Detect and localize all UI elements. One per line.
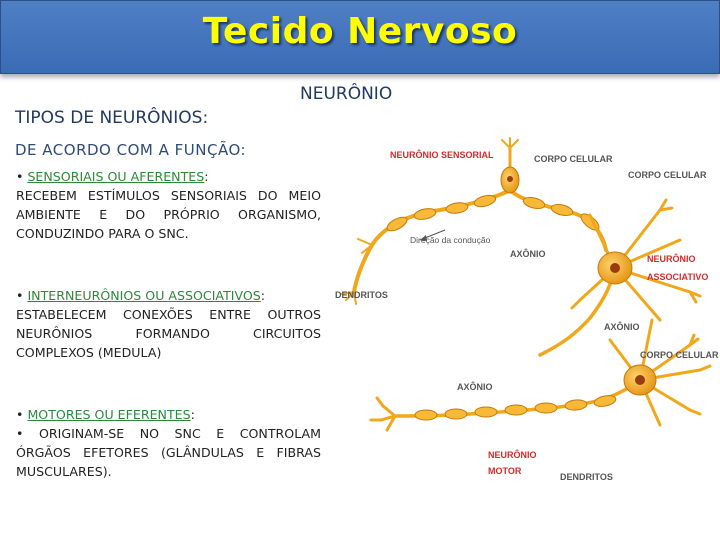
section-sensory: • SENSORIAIS OU AFERENTES: RECEBEM ESTÍM… xyxy=(16,167,321,243)
sensory-myelin xyxy=(386,194,600,232)
colon: : xyxy=(260,288,266,303)
label-assoc-line2: ASSOCIATIVO xyxy=(647,272,708,282)
section-motor-header: • MOTORES OU EFERENTES: xyxy=(16,405,321,424)
section-sensory-heading: SENSORIAIS OU AFERENTES xyxy=(27,169,205,184)
sensory-nucleus xyxy=(507,176,513,182)
label-axon-1: AXÔNIO xyxy=(510,248,546,259)
colon: : xyxy=(190,407,195,422)
colon: : xyxy=(204,169,209,184)
section-interneuron: • INTERNEURÔNIOS OU ASSOCIATIVOS: ESTABE… xyxy=(16,286,321,362)
label-cell-body-1: CORPO CELULAR xyxy=(534,154,613,164)
label-axon-2: AXÔNIO xyxy=(604,321,640,332)
neuron-diagram: NEURÔNIO SENSORIAL CORPO CELULAR CORPO C… xyxy=(335,137,719,482)
label-dendrites-1: DENDRITOS xyxy=(335,290,388,300)
bullet: • xyxy=(16,288,28,303)
function-heading: DE ACORDO COM A FUNÇÃO: xyxy=(15,141,247,159)
label-dendrites-2: DENDRITOS xyxy=(560,472,613,482)
section-interneuron-heading: INTERNEURÔNIOS OU ASSOCIATIVOS xyxy=(27,288,261,303)
association-nucleus xyxy=(610,263,620,273)
label-axon-3: AXÔNIO xyxy=(457,381,493,392)
section-interneuron-header: • INTERNEURÔNIOS OU ASSOCIATIVOS: xyxy=(16,286,321,305)
section-sensory-header: • SENSORIAIS OU AFERENTES: xyxy=(16,167,321,186)
label-cell-body-2: CORPO CELULAR xyxy=(628,170,707,180)
types-heading: TIPOS DE NEURÔNIOS: xyxy=(15,108,209,128)
title-bar: Tecido Nervoso xyxy=(0,0,720,74)
slide-subtitle: NEURÔNIO xyxy=(300,84,393,104)
label-cell-body-3: CORPO CELULAR xyxy=(640,350,719,360)
section-sensory-body: RECEBEM ESTÍMULOS SENSORIAIS DO MEIO AMB… xyxy=(16,188,321,241)
label-motor-line2: MOTOR xyxy=(488,466,522,476)
section-motor-heading: MOTORES OU EFERENTES xyxy=(27,407,191,422)
motor-nucleus xyxy=(635,375,645,385)
label-assoc-line1: NEURÔNIO xyxy=(647,253,696,264)
bullet: • xyxy=(16,407,28,422)
bullet: • xyxy=(16,169,28,184)
label-sensory-neuron: NEURÔNIO SENSORIAL xyxy=(390,149,494,160)
label-direction: Direção da condução xyxy=(410,235,491,245)
section-motor-body: • ORIGINAM-SE NO SNC E CONTROLAM ÓRGÃOS … xyxy=(16,426,321,479)
slide-title: Tecido Nervoso xyxy=(202,11,518,52)
motor-myelin xyxy=(414,395,617,421)
section-interneuron-body: ESTABELECEM CONEXÕES ENTRE OUTROS NEURÔN… xyxy=(16,307,321,360)
direction-arrowhead xyxy=(420,235,427,241)
section-motor: • MOTORES OU EFERENTES: • ORIGINAM-SE NO… xyxy=(16,405,321,481)
label-motor-line1: NEURÔNIO xyxy=(488,449,537,460)
